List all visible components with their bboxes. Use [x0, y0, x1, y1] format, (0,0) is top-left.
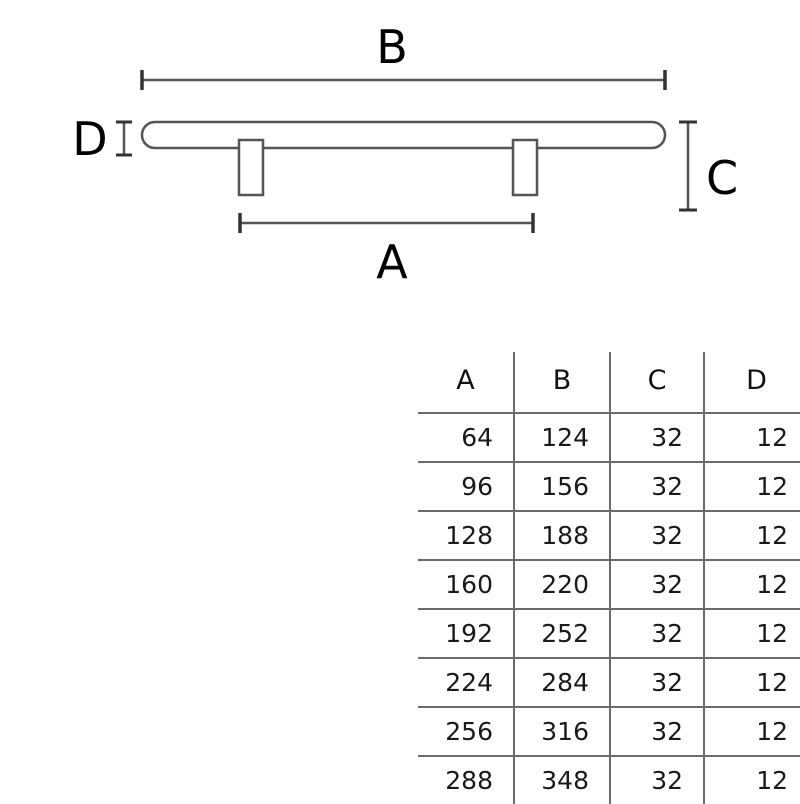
table-row: 64 124 32 12 [418, 413, 800, 463]
cell-c: 32 [610, 756, 705, 804]
table-header-row: A B C D [418, 352, 800, 414]
cell-c: 32 [610, 707, 705, 757]
dimension-label-b: B [376, 20, 408, 74]
dimension-label-a: A [376, 235, 408, 289]
cell-a: 160 [418, 560, 515, 610]
dimension-line-b [140, 70, 667, 90]
dimension-line-a [238, 213, 535, 233]
cell-d: 12 [704, 511, 800, 561]
column-header-c: C [610, 352, 705, 414]
table-row: 160 220 32 12 [418, 560, 800, 610]
cell-a: 256 [418, 707, 515, 757]
handle-bar [140, 120, 667, 150]
cell-b: 156 [514, 462, 611, 512]
cell-d: 12 [704, 658, 800, 708]
dimension-line-d [116, 120, 132, 157]
dimension-line-c [679, 120, 697, 212]
dimension-label-c: C [706, 151, 738, 205]
column-header-a: A [418, 352, 515, 414]
cell-a: 96 [418, 462, 515, 512]
dimension-label-d: D [72, 112, 107, 166]
handle-drawing-svg: B D C A [72, 20, 738, 289]
technical-drawing: B D C A [0, 0, 800, 330]
cell-a: 288 [418, 756, 515, 804]
cell-b: 284 [514, 658, 611, 708]
table-row: 192 252 32 12 [418, 609, 800, 659]
cell-b: 348 [514, 756, 611, 804]
spec-table: A B C D 64 124 32 12 96 156 32 12 128 18… [418, 352, 800, 804]
cell-c: 32 [610, 462, 705, 512]
spec-table-container: A B C D 64 124 32 12 96 156 32 12 128 18… [418, 352, 800, 804]
cell-d: 12 [704, 413, 800, 463]
cell-b: 124 [514, 413, 611, 463]
table-row: 128 188 32 12 [418, 511, 800, 561]
table-row: 96 156 32 12 [418, 462, 800, 512]
cell-c: 32 [610, 658, 705, 708]
cell-a: 224 [418, 658, 515, 708]
cell-a: 64 [418, 413, 515, 463]
cell-b: 188 [514, 511, 611, 561]
column-header-b: B [514, 352, 611, 414]
cell-b: 220 [514, 560, 611, 610]
handle-post-right [511, 138, 539, 197]
cell-a: 192 [418, 609, 515, 659]
cell-d: 12 [704, 462, 800, 512]
cell-d: 12 [704, 609, 800, 659]
cell-a: 128 [418, 511, 515, 561]
cell-c: 32 [610, 511, 705, 561]
table-row: 224 284 32 12 [418, 658, 800, 708]
cell-d: 12 [704, 560, 800, 610]
cell-c: 32 [610, 609, 705, 659]
column-header-d: D [704, 352, 800, 414]
handle-post-left [237, 138, 265, 197]
cell-c: 32 [610, 413, 705, 463]
cell-b: 316 [514, 707, 611, 757]
cell-d: 12 [704, 756, 800, 804]
table-row: 256 316 32 12 [418, 707, 800, 757]
cell-b: 252 [514, 609, 611, 659]
table-row: 288 348 32 12 [418, 756, 800, 804]
cell-c: 32 [610, 560, 705, 610]
cell-d: 12 [704, 707, 800, 757]
